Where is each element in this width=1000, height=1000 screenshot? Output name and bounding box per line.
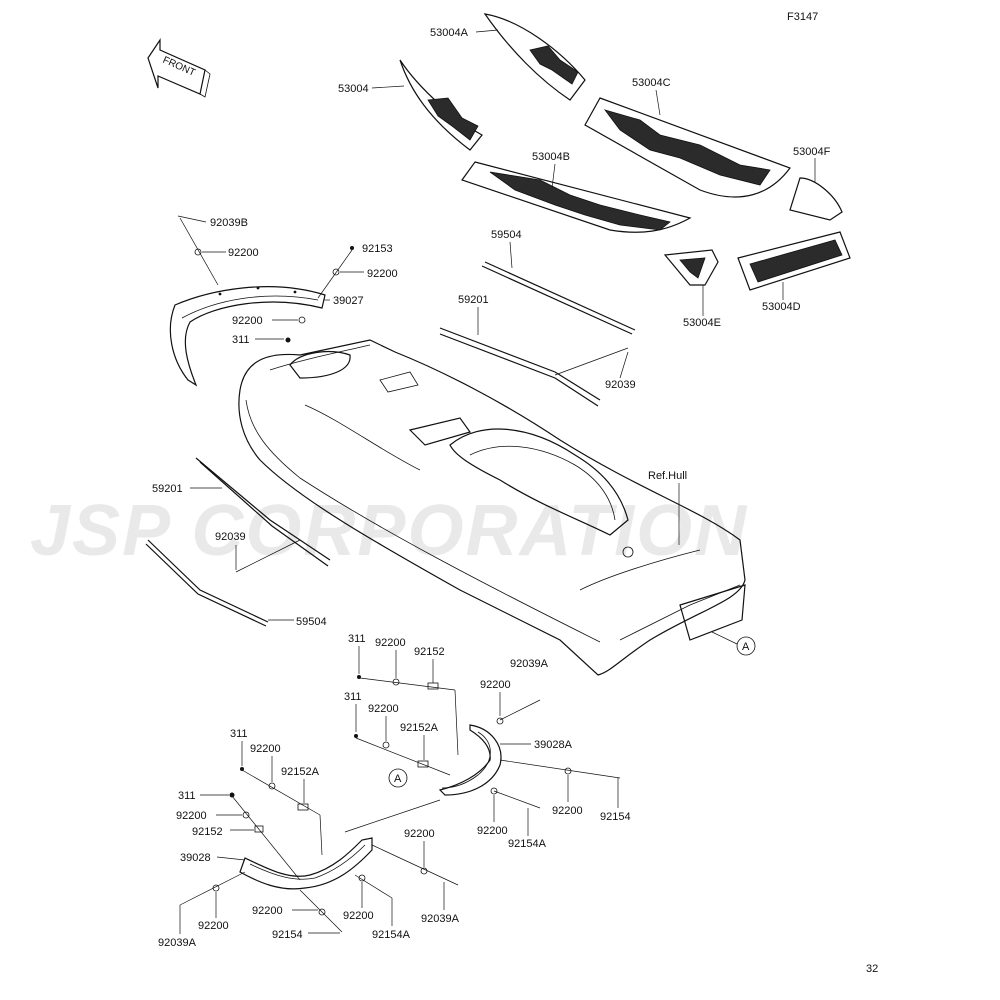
label-92200-e: 92200 [480, 679, 511, 691]
label-59201-top: 59201 [458, 294, 489, 306]
label-92200-l: 92200 [198, 920, 229, 932]
washer-icon [420, 867, 428, 875]
label-92039-top: 92039 [605, 379, 636, 391]
decal-53004 [399, 59, 483, 151]
label-59504-left: 59504 [296, 616, 327, 628]
label-92152a: 92152A [400, 722, 439, 734]
label-92153: 92153 [362, 243, 393, 255]
label-92039a-r: 92039A [510, 658, 549, 670]
label-53004d: 53004D [762, 301, 801, 313]
label-92154a-r: 92154A [508, 838, 547, 850]
nut-icon [354, 734, 358, 738]
label-92152a-l: 92152A [281, 766, 320, 778]
screw-icon [350, 246, 354, 250]
label-53004: 53004 [338, 83, 369, 95]
callout-a-rail [388, 768, 408, 788]
decal-53004b [461, 161, 692, 233]
label-59504-top: 59504 [491, 229, 522, 241]
decal-53004c [584, 97, 791, 198]
collar-icon [427, 682, 439, 690]
label-92152: 92152 [414, 646, 445, 658]
strip-59504-left [147, 539, 269, 623]
nut-icon [285, 337, 291, 343]
front-arrow-icon: FRONT [147, 38, 211, 98]
label-92200-i: 92200 [250, 743, 281, 755]
label-92200-c: 92200 [232, 315, 263, 327]
rail-39028a [438, 724, 502, 796]
label-92200-k: 92200 [404, 828, 435, 840]
decal-53004f [789, 177, 843, 221]
label-92039b: 92039B [210, 217, 248, 229]
washer-icon [490, 787, 498, 795]
label-92039a-l: 92039A [158, 937, 197, 949]
label-53004a: 53004A [430, 27, 469, 39]
watermark: JSP CORPORATION [30, 491, 748, 571]
rail-39027 [169, 286, 326, 387]
washer-icon [298, 316, 306, 324]
strip-59201-top [439, 327, 601, 401]
label-ref-hull: Ref.Hull [648, 470, 687, 482]
rail-39028 [239, 837, 373, 890]
washer-icon [242, 811, 250, 819]
label-311-a: 311 [232, 334, 250, 346]
washer-icon [332, 268, 340, 276]
strip-59504-top [484, 261, 636, 331]
washer-icon [382, 741, 390, 749]
label-39028: 39028 [180, 852, 211, 864]
label-92200-a: 92200 [228, 247, 259, 259]
label-92200-f: 92200 [368, 703, 399, 715]
label-53004c: 53004C [632, 77, 671, 89]
label-59201-left: 59201 [152, 483, 183, 495]
label-92154a-l: 92154A [372, 929, 411, 941]
label-92200-j: 92200 [176, 810, 207, 822]
callout-a-rail-letter: A [394, 773, 402, 785]
washer-icon [268, 782, 276, 790]
label-92039a-b: 92039A [421, 913, 460, 925]
strip-59201-left [195, 457, 331, 561]
label-92200-h: 92200 [477, 825, 508, 837]
label-92200-n: 92200 [343, 910, 374, 922]
collar-icon [297, 803, 309, 811]
decal-53004e [663, 249, 719, 286]
washer-icon [318, 908, 326, 916]
label-53004e: 53004E [683, 317, 721, 329]
label-311-e: 311 [178, 790, 196, 802]
nut-icon [240, 767, 244, 771]
label-53004f: 53004F [793, 146, 831, 158]
label-92039-left: 92039 [215, 531, 246, 543]
decal-53004d [737, 231, 851, 291]
label-53004b: 53004B [532, 151, 570, 163]
label-92200-m: 92200 [252, 905, 283, 917]
callout-a-hull [736, 636, 756, 656]
label-92154-l: 92154 [272, 929, 303, 941]
label-92200-d: 92200 [375, 637, 406, 649]
label-92154-r: 92154 [600, 811, 631, 823]
collar-icon [417, 760, 429, 768]
label-39028a: 39028A [534, 739, 573, 751]
page-number: 32 [866, 963, 878, 975]
washer-icon [194, 248, 202, 256]
label-311-b: 311 [348, 633, 366, 645]
figure-id: F3147 [787, 11, 818, 23]
label-39027: 39027 [333, 295, 364, 307]
label-92200-b: 92200 [367, 268, 398, 280]
label-311-d: 311 [230, 728, 248, 740]
washer-icon [564, 767, 572, 775]
hull-body [238, 339, 746, 676]
label-92152-l: 92152 [192, 826, 223, 838]
washer-icon [496, 717, 504, 725]
label-311-c: 311 [344, 691, 362, 703]
label-92200-g: 92200 [552, 805, 583, 817]
callout-a-hull-letter: A [742, 641, 750, 653]
washer-icon [358, 874, 366, 882]
decal-53004a [483, 13, 586, 101]
collar-icon [254, 825, 264, 833]
nut-icon [229, 792, 235, 798]
